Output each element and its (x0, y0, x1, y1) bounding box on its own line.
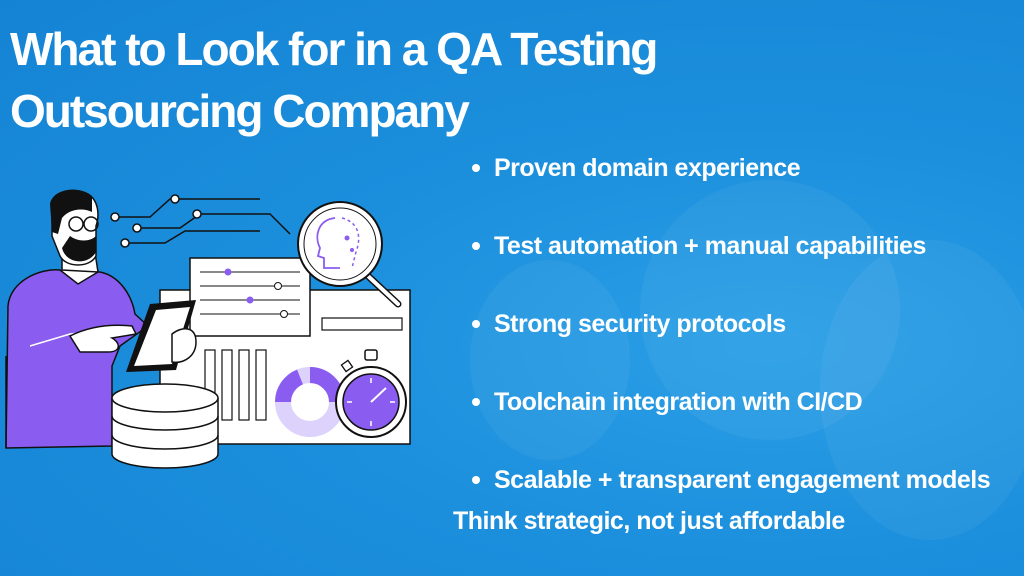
person-illustration (5, 189, 150, 449)
stopwatch-icon (335, 349, 407, 438)
title-line-1: What to Look for in a QA Testing (10, 23, 658, 75)
bullet-text: Test automation + manual capabilities (494, 232, 926, 260)
bullet-dot-icon (472, 242, 480, 250)
bullet-item: Proven domain experience (472, 150, 990, 228)
circuit-lines-icon (110, 194, 291, 248)
background-shape (640, 180, 900, 440)
background-shape (470, 260, 630, 460)
slider-card (189, 257, 311, 337)
bullet-dot-icon (472, 398, 480, 406)
bullet-item: Test automation + manual capabilities (472, 228, 990, 306)
bullet-text: Toolchain integration with CI/CD (494, 388, 863, 416)
database-icon (111, 383, 219, 469)
bullet-text: Proven domain experience (494, 154, 801, 182)
footer-tagline: Think strategic, not just affordable (453, 507, 845, 535)
magnifier-robot-icon (297, 201, 402, 308)
slide-title: What to Look for in a QA Testing Outsour… (10, 18, 658, 142)
bullet-item: Strong security protocols (472, 306, 990, 384)
title-line-2: Outsourcing Company (10, 85, 470, 137)
bullet-dot-icon (472, 476, 480, 484)
bullet-item: Scalable + transparent engagement models (472, 462, 991, 540)
bullet-list: Proven domain experience Test automation… (472, 150, 991, 540)
tablet-icon (126, 300, 197, 372)
bullet-text: Strong security protocols (494, 310, 786, 338)
qa-illustration (5, 189, 411, 469)
bullet-text: Scalable + transparent engagement models (494, 466, 991, 494)
bullet-dot-icon (472, 164, 480, 172)
bullet-dot-icon (472, 320, 480, 328)
bullet-item: Toolchain integration with CI/CD (472, 384, 990, 462)
background-shape (820, 240, 1024, 540)
